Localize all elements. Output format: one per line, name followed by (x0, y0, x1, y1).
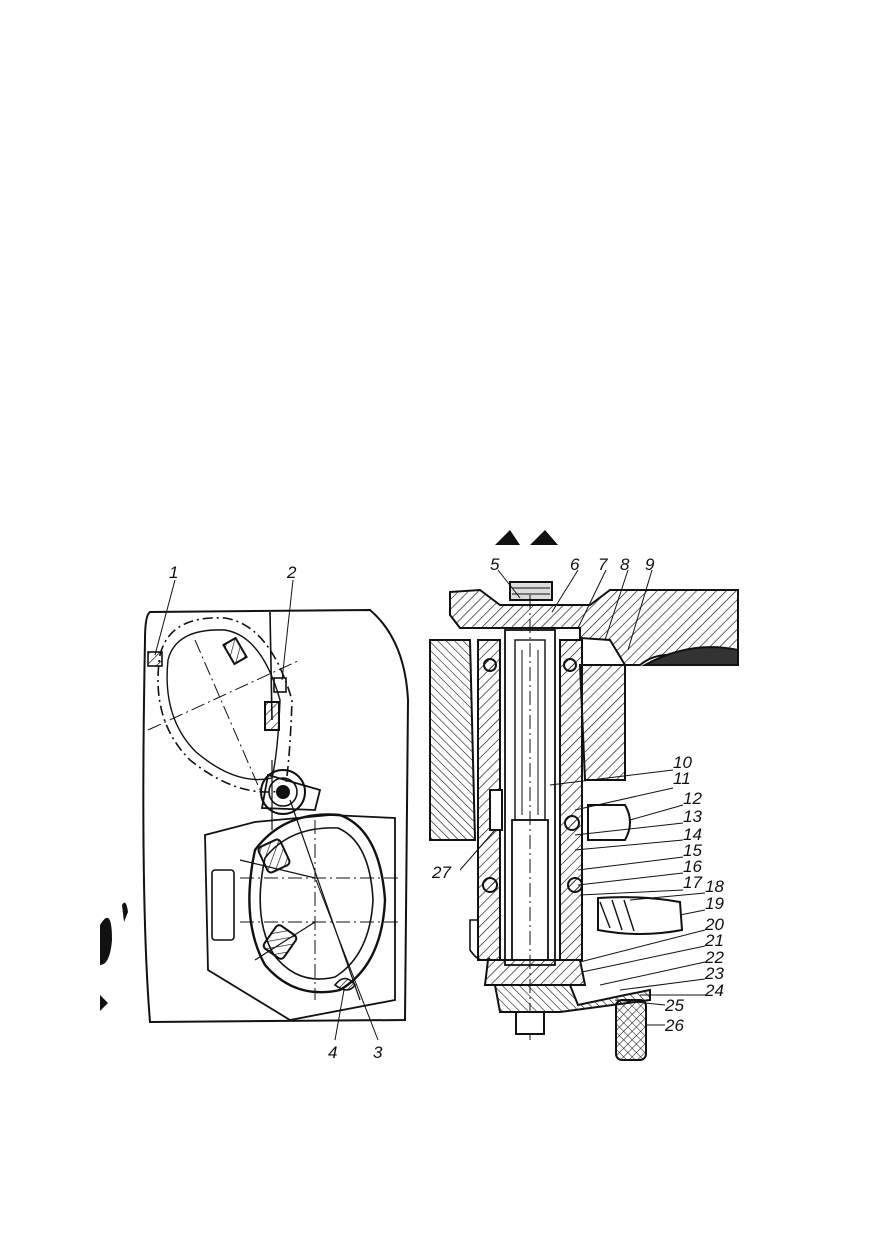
callout-25: 25 (664, 996, 684, 1015)
callout-13: 13 (683, 807, 702, 826)
callout-10: 10 (673, 753, 692, 772)
callout-16: 16 (683, 857, 702, 876)
callout-21: 21 (704, 931, 724, 950)
callout-3: 3 (373, 1043, 383, 1062)
callout-22: 22 (704, 948, 724, 967)
callout-5: 5 (490, 555, 500, 574)
callout-6: 6 (570, 555, 580, 574)
callout-17: 17 (683, 873, 702, 892)
callout-27: 27 (431, 863, 451, 882)
callout-18: 18 (705, 877, 724, 896)
callout-24: 24 (704, 981, 724, 1000)
left-callouts: 1 2 3 4 (169, 563, 383, 1062)
callout-15: 15 (683, 841, 702, 860)
callout-2: 2 (286, 563, 297, 582)
callout-19: 19 (705, 894, 724, 913)
right-figure (429, 569, 739, 1061)
callout-23: 23 (704, 964, 724, 983)
callout-9: 9 (645, 555, 655, 574)
callout-1: 1 (169, 563, 178, 582)
callout-11: 11 (673, 769, 691, 788)
callout-8: 8 (620, 555, 630, 574)
callout-4: 4 (328, 1043, 337, 1062)
scan-artifacts (100, 530, 558, 1011)
left-figure (142, 579, 410, 1041)
callout-12: 12 (683, 789, 702, 808)
callout-26: 26 (664, 1016, 684, 1035)
callout-14: 14 (683, 825, 702, 844)
callout-7: 7 (598, 555, 608, 574)
right-callouts: 5 6 7 8 9 10 11 12 13 14 15 16 17 18 19 … (431, 555, 724, 1035)
callout-20: 20 (704, 915, 724, 934)
